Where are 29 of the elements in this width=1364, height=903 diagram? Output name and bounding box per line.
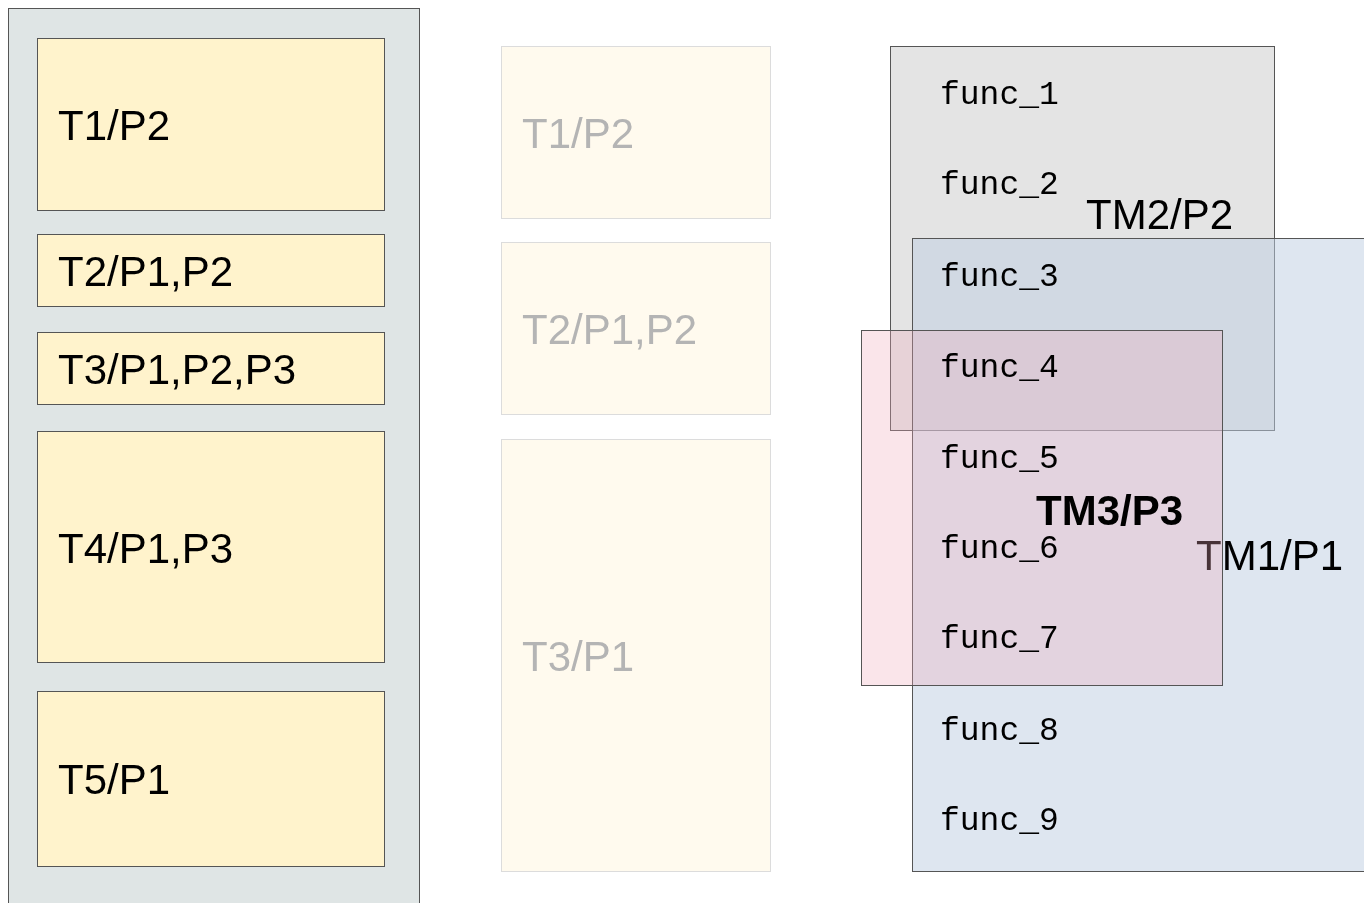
function-label: func_5 <box>940 443 1059 476</box>
task-box <box>37 234 385 307</box>
function-label: func_9 <box>940 805 1059 838</box>
module-box <box>912 238 1364 872</box>
box-title: T2/P1,P2 <box>58 251 234 293</box>
function-label: func_3 <box>940 261 1059 294</box>
task-box <box>37 332 385 405</box>
task-box <box>37 431 385 663</box>
task-box <box>501 439 771 872</box>
panel-background <box>8 8 420 903</box>
function-label: func_1 <box>940 79 1059 112</box>
task-box <box>37 691 385 867</box>
box-title: TM3/P3 <box>1036 490 1184 532</box>
box-title: T1/P2 <box>522 113 635 155</box>
function-label: func_8 <box>940 715 1059 748</box>
box-title: TM2/P2 <box>1086 194 1234 236</box>
box-title: T3/P1 <box>522 636 635 678</box>
task-box <box>501 242 771 415</box>
task-box <box>501 46 771 219</box>
function-label: func_7 <box>940 623 1059 656</box>
box-title: T2/P1,P2 <box>522 309 698 351</box>
box-title: T5/P1 <box>58 759 171 801</box>
task-box <box>37 38 385 211</box>
function-label: func_6 <box>940 533 1059 566</box>
function-label: func_4 <box>940 352 1059 385</box>
box-title: T4/P1,P3 <box>58 528 234 570</box>
function-label: func_2 <box>940 169 1059 202</box>
box-title: T3/P1,P2,P3 <box>58 349 297 391</box>
box-title: T1/P2 <box>58 105 171 147</box>
